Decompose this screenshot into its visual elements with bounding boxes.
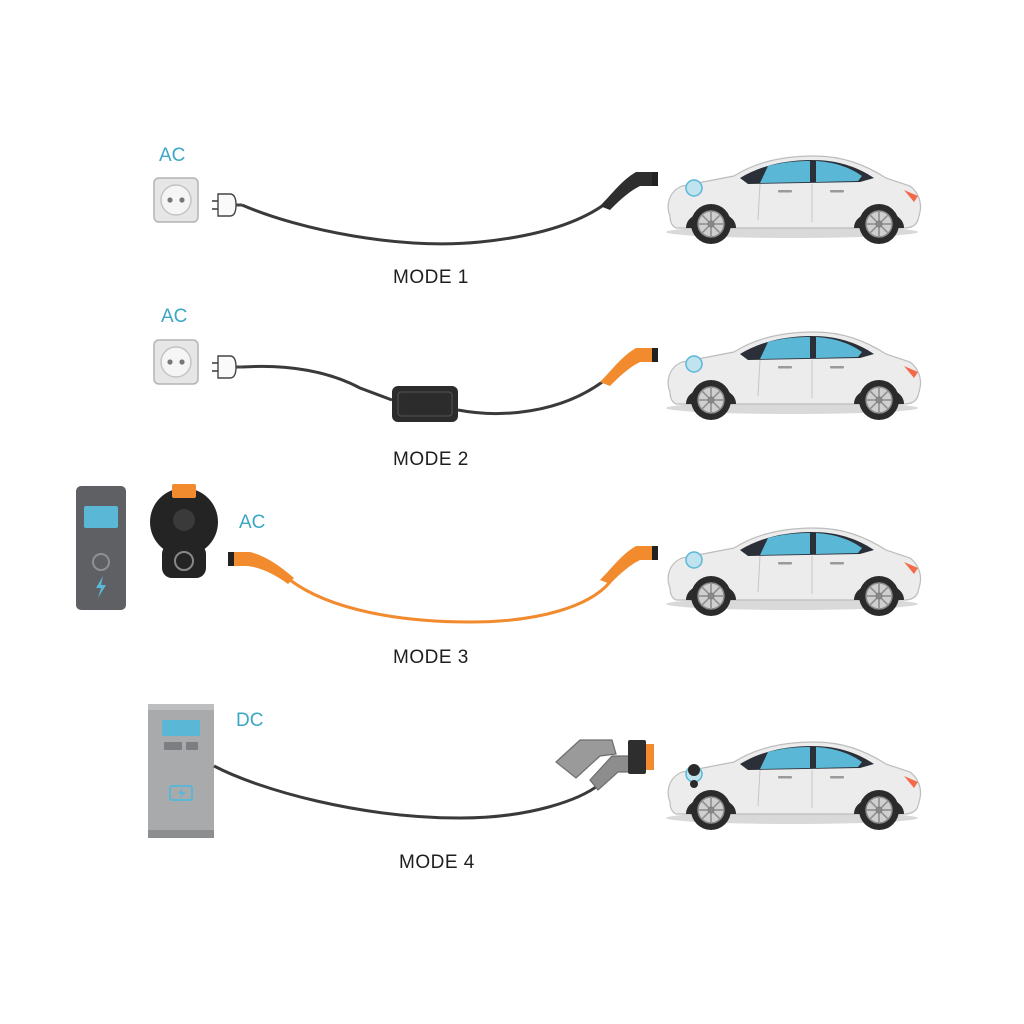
mode-label: MODE 2 (393, 449, 469, 470)
current-type-label: AC (161, 306, 188, 327)
wallbox-icon (76, 486, 126, 610)
current-type-label: AC (159, 145, 186, 166)
wall-socket-icon (153, 339, 199, 385)
row-mode-4 (148, 704, 922, 838)
electric-car-icon (665, 331, 922, 421)
row-mode-1 (153, 155, 922, 246)
cable (289, 578, 612, 624)
mode-label: MODE 4 (399, 852, 475, 873)
cable (213, 764, 601, 820)
row-mode-2 (153, 331, 922, 422)
plug-icon (210, 192, 244, 218)
mode-label: MODE 1 (393, 267, 469, 288)
plug-icon (210, 354, 244, 380)
electric-car-icon (665, 527, 922, 617)
cable (457, 378, 606, 415)
row-mode-3 (76, 484, 922, 624)
cable (241, 202, 606, 246)
charging-socket-icon (150, 484, 218, 578)
mode-label: MODE 3 (393, 647, 469, 668)
current-type-label: AC (239, 512, 266, 533)
ccs-connector-icon (555, 739, 654, 791)
type2-connector-icon (228, 552, 294, 584)
electric-car-icon (665, 741, 922, 831)
type2-connector-icon (600, 172, 658, 210)
ccs-inlet-icon (688, 764, 700, 788)
current-type-label: DC (236, 710, 264, 731)
type2-connector-icon (600, 348, 658, 386)
control-box-icon (392, 386, 458, 422)
wall-socket-icon (153, 177, 199, 223)
cable (241, 364, 393, 402)
dc-charging-station-icon (148, 704, 214, 838)
type2-connector-icon (600, 546, 658, 584)
electric-car-icon (665, 155, 922, 245)
